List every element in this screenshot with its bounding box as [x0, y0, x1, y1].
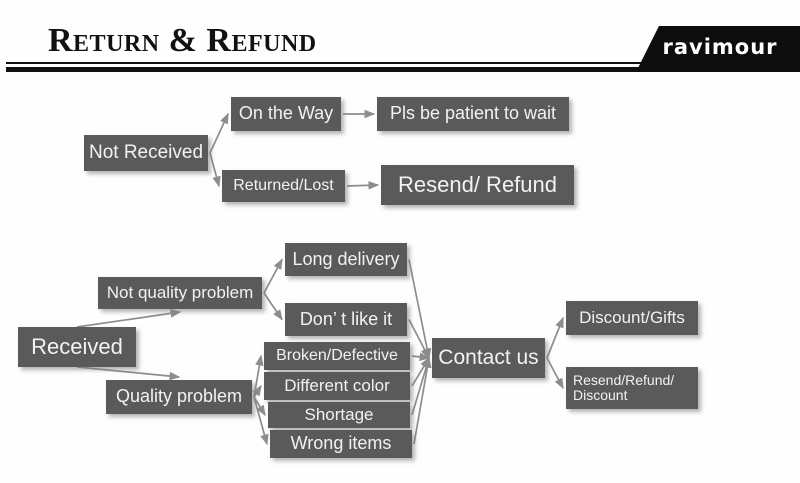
edge-contact-us-to-resend-refund-discount [546, 357, 564, 390]
edge-quality-problem-to-wrong-items [253, 396, 269, 446]
edge-not-quality-to-dont-like-it [263, 292, 283, 321]
brand-banner [636, 26, 800, 72]
flow-node-different-color: Different color [264, 372, 410, 400]
edge-broken-defective-to-contact-us [411, 352, 431, 362]
edge-not-received-to-on-the-way [209, 112, 229, 154]
flow-node-not-received: Not Received [84, 135, 208, 171]
flow-node-received: Received [18, 327, 136, 367]
edge-quality-problem-to-broken-defective [253, 354, 264, 398]
page-header: Return & Refund ravimour [0, 0, 800, 80]
brand-logo-text: ravimour [662, 35, 778, 59]
edge-different-color-to-contact-us [411, 356, 430, 387]
edge-contact-us-to-discount-gifts [546, 316, 564, 359]
header-rule-thin [6, 62, 776, 64]
flow-node-wrong-items: Wrong items [270, 430, 412, 458]
flow-node-contact-us: Contact us [432, 338, 545, 378]
edge-long-delivery-to-contact-us [408, 259, 432, 360]
edge-returned-lost-to-resend-refund [346, 181, 380, 190]
flow-node-shortage: Shortage [268, 402, 410, 428]
edge-shortage-to-contact-us [411, 356, 431, 416]
flow-node-dont-like-it: Don’ t like it [285, 303, 407, 336]
edge-received-to-not-quality [76, 309, 182, 328]
edge-quality-problem-to-different-color [252, 384, 262, 398]
flow-node-broken-defective: Broken/Defective [264, 342, 410, 370]
flow-node-pls-be-patient: Pls be patient to wait [377, 97, 569, 131]
flow-node-not-quality: Not quality problem [98, 277, 262, 309]
flow-node-returned-lost: Returned/Lost [222, 170, 345, 202]
edge-not-received-to-returned-lost [209, 152, 221, 188]
edge-received-to-quality-problem [76, 366, 181, 381]
flow-node-discount-gifts: Discount/Gifts [566, 301, 698, 335]
flow-node-on-the-way: On the Way [231, 97, 341, 131]
page-title: Return & Refund [48, 22, 317, 59]
header-rule-thick [6, 67, 776, 72]
flow-node-resend-refund: Resend/ Refund [381, 165, 574, 205]
edge-dont-like-it-to-contact-us [408, 319, 430, 360]
flow-node-quality-problem: Quality problem [106, 380, 252, 414]
edge-not-quality-to-long-delivery [263, 258, 283, 294]
edge-wrong-items-to-contact-us [413, 356, 432, 445]
flow-node-long-delivery: Long delivery [285, 243, 407, 276]
flow-node-resend-refund-discount: Resend/Refund/ Discount [566, 367, 698, 409]
